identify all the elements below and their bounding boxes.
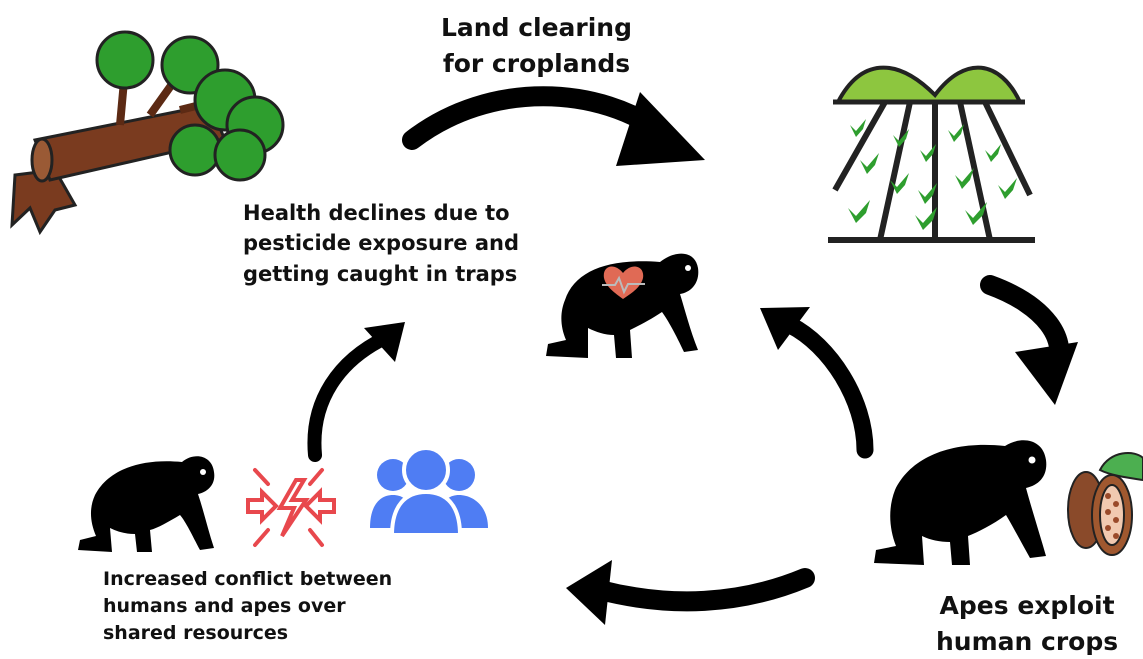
label-conflict-line-2: humans and apes over [103, 593, 392, 620]
conflict-burst-icon [248, 470, 334, 545]
label-health-line-3: getting caught in traps [243, 259, 519, 289]
label-land-clearing-line-1: Land clearing [441, 10, 632, 46]
people-group-icon [370, 448, 488, 535]
label-land-clearing: Land clearing for croplands [441, 10, 632, 83]
ape-with-heart-icon [546, 254, 698, 358]
label-land-clearing-line-2: for croplands [441, 46, 632, 82]
label-exploit-line-2: human crops [936, 624, 1118, 659]
ape-crops-icon [874, 440, 1046, 565]
ape-conflict-icon [78, 456, 214, 552]
label-health-line-2: pesticide exposure and [243, 228, 519, 258]
label-conflict-line-3: shared resources [103, 620, 392, 647]
label-apes-exploit-crops: Apes exploit human crops [936, 588, 1118, 659]
arrow-exploit-to-health [760, 307, 865, 450]
label-conflict-line-1: Increased conflict between [103, 566, 392, 593]
label-increased-conflict: Increased conflict between humans and ap… [103, 566, 392, 647]
arrow-exploit-to-conflict [566, 560, 805, 625]
arrow-crops-to-exploit [990, 285, 1078, 405]
cacao-pod-icon [1068, 453, 1143, 555]
arrow-conflict-to-health [314, 322, 405, 455]
cropland-icon [828, 68, 1035, 240]
arrow-land-to-crops [412, 92, 705, 166]
label-exploit-line-1: Apes exploit [936, 588, 1118, 624]
label-health-line-1: Health declines due to [243, 198, 519, 228]
label-health-declines: Health declines due to pesticide exposur… [243, 198, 519, 289]
